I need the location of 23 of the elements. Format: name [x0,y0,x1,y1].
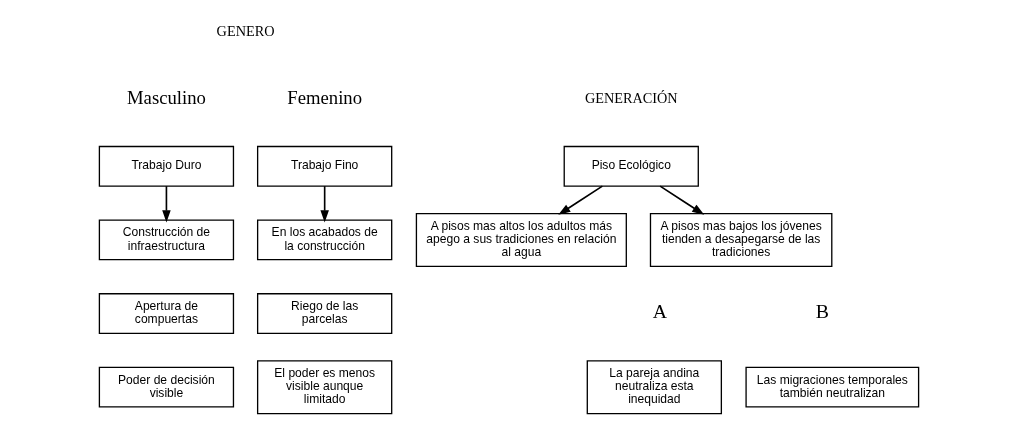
node-box: En los acabados de la construcción [256,219,392,261]
arrow [161,185,171,223]
node-box: Las migraciones temporales también neutralizan [744,366,919,408]
node-box: Trabajo Fino [256,145,392,187]
node-box: Piso Ecológico [563,145,699,187]
node-box: Construcción de infraestructura [98,219,234,261]
label: A [652,300,667,323]
node-box: A pisos mas altos los adultos más apego a sus tradiciones en relación al agua [415,212,627,267]
node-box: La pareja andina neutraliza esta inequidad [586,360,722,415]
label: Femenino [286,86,362,108]
label: GENERO [216,22,274,39]
node-box: Apertura de compuertas [98,293,234,334]
node-box: Trabajo Duro [98,145,234,187]
label: GENERACIÓN [584,90,678,106]
node-box: Riego de las parcelas [256,293,392,334]
arrow [319,185,329,223]
label: Masculino [126,86,206,108]
arrow [658,185,704,215]
arrow [557,185,603,215]
label: B [815,300,829,323]
node-box: A pisos mas bajos los jóvenes tienden a desapegarse de las tradiciones [649,212,832,267]
node-box: Poder de decisión visible [98,366,234,408]
node-box: El poder es menos visible aunque limitado [256,360,392,415]
